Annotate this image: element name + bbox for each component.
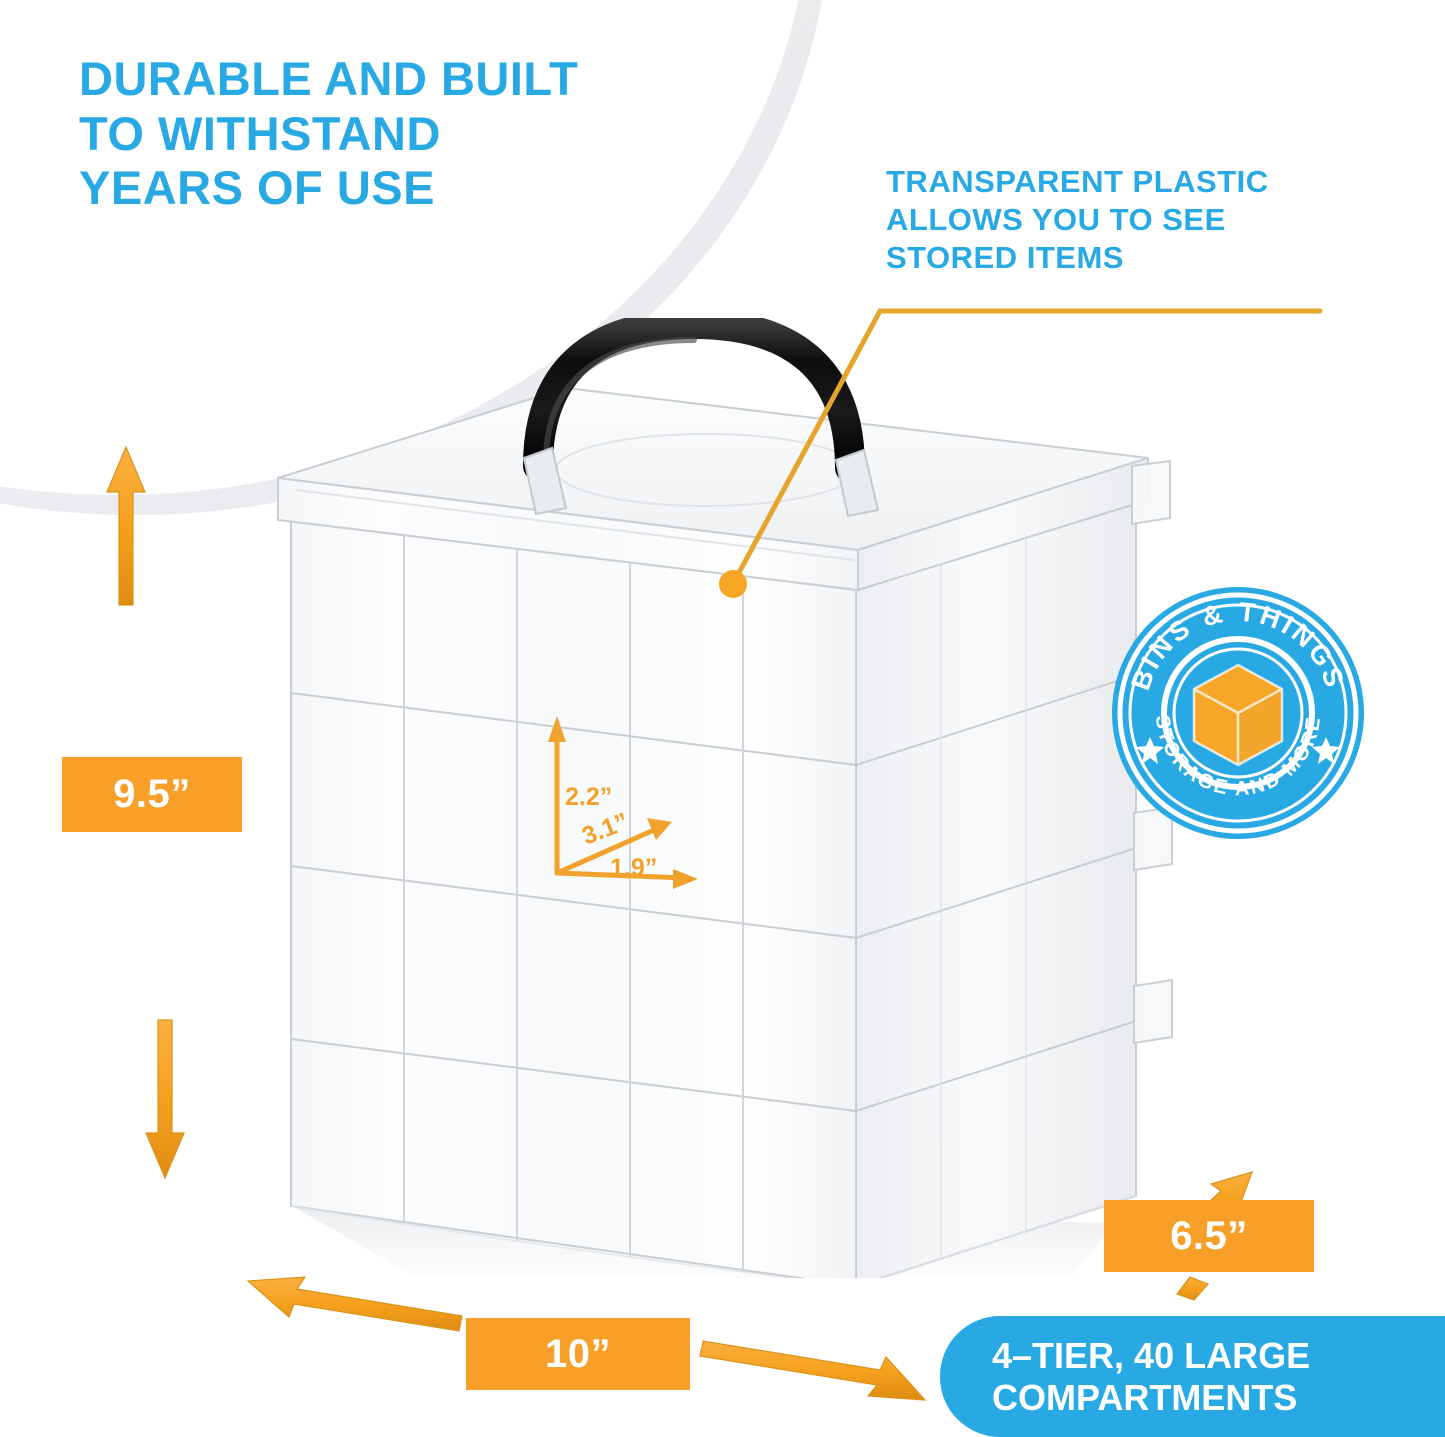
dimension-chip-width: 10” (466, 1318, 690, 1390)
headline-transparent-plastic: TRANSPARENT PLASTIC ALLOWS YOU TO SEE ST… (886, 164, 1269, 275)
logo-star-icon (1136, 737, 1340, 764)
brand-logo-badge: BINS & THINGS STORAGE AND MORE (1110, 585, 1366, 841)
banner-compartments: 4–TIER, 40 LARGE COMPARTMENTS (940, 1316, 1445, 1437)
product-illustration (236, 318, 1196, 1278)
dimension-chip-depth: 6.5” (1104, 1200, 1314, 1272)
height-arrow-down (145, 1019, 185, 1180)
width-arrow-right (699, 1340, 927, 1401)
cube-icon (1192, 663, 1284, 767)
dimension-chip-height: 9.5” (62, 757, 242, 832)
headline-durability: DURABLE AND BUILT TO WITHSTAND YEARS OF … (79, 52, 579, 215)
depth-arrow-tail (1176, 1276, 1210, 1301)
width-arrow-left (246, 1276, 463, 1332)
